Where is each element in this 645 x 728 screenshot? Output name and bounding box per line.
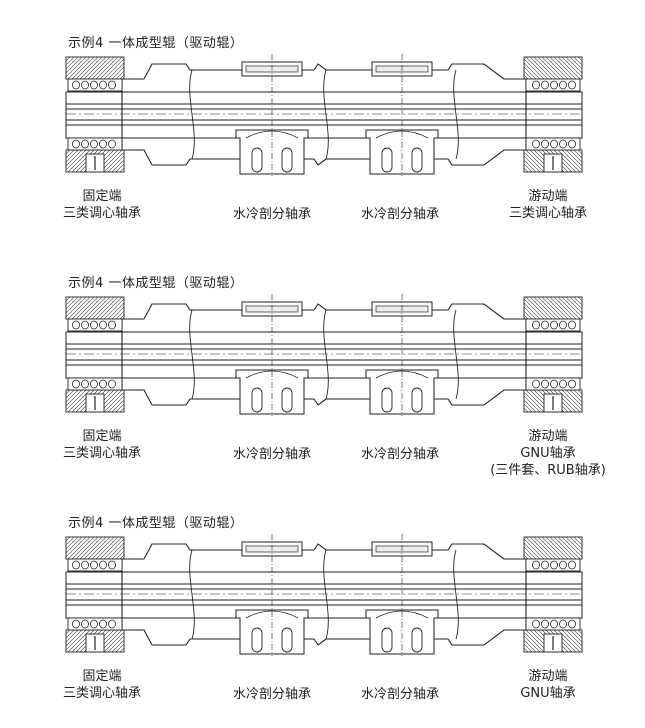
split-bearing <box>235 54 309 176</box>
split-bearing-label-2: 水冷剖分轴承 <box>360 207 440 222</box>
end-bearing <box>65 296 125 413</box>
break-line <box>453 69 459 160</box>
end-bearing <box>65 536 125 653</box>
split-bearing <box>365 294 439 416</box>
end-bearing <box>65 56 125 173</box>
split-bearing <box>365 54 439 176</box>
break-line <box>323 549 329 640</box>
split-bearing-label-2: 水冷剖分轴承 <box>360 687 440 702</box>
roller-diagram <box>65 294 583 416</box>
fixed-end-label: 固定端 三类调心轴承 <box>62 669 142 701</box>
break-line <box>323 69 329 160</box>
split-bearing-label-1: 水冷剖分轴承 <box>232 207 312 222</box>
roller-assembly <box>65 534 583 656</box>
end-bearing <box>523 296 583 413</box>
shaft-outline <box>65 331 583 379</box>
break-line <box>189 309 195 400</box>
split-bearing <box>235 294 309 416</box>
split-bearing <box>235 534 309 656</box>
roller-assembly <box>65 54 583 176</box>
end-bearing <box>523 536 583 653</box>
roller-diagram <box>65 534 583 656</box>
break-line <box>453 549 459 640</box>
shaft-outline <box>65 91 583 139</box>
split-bearing-label-1: 水冷剖分轴承 <box>232 687 312 702</box>
break-line <box>323 309 329 400</box>
end-bearing <box>523 56 583 173</box>
section-title: 示例4 一体成型辊（驱动辊） <box>68 516 244 531</box>
split-bearing-label-2: 水冷剖分轴承 <box>360 447 440 462</box>
break-line <box>453 309 459 400</box>
section-title: 示例4 一体成型辊（驱动辊） <box>68 36 244 51</box>
section-title: 示例4 一体成型辊（驱动辊） <box>68 276 244 291</box>
roller-diagram <box>65 54 583 176</box>
roller-assembly <box>65 294 583 416</box>
fixed-end-label: 固定端 三类调心轴承 <box>62 429 142 461</box>
floating-end-label: 游动端 GNU轴承 (三件套、RUB轴承) <box>490 429 606 478</box>
split-bearing-label-1: 水冷剖分轴承 <box>232 447 312 462</box>
split-bearing <box>365 534 439 656</box>
break-line <box>189 549 195 640</box>
break-line <box>189 69 195 160</box>
floating-end-label: 游动端 三类调心轴承 <box>508 189 588 221</box>
floating-end-label: 游动端 GNU轴承 <box>520 669 576 701</box>
fixed-end-label: 固定端 三类调心轴承 <box>62 189 142 221</box>
shaft-outline <box>65 571 583 619</box>
